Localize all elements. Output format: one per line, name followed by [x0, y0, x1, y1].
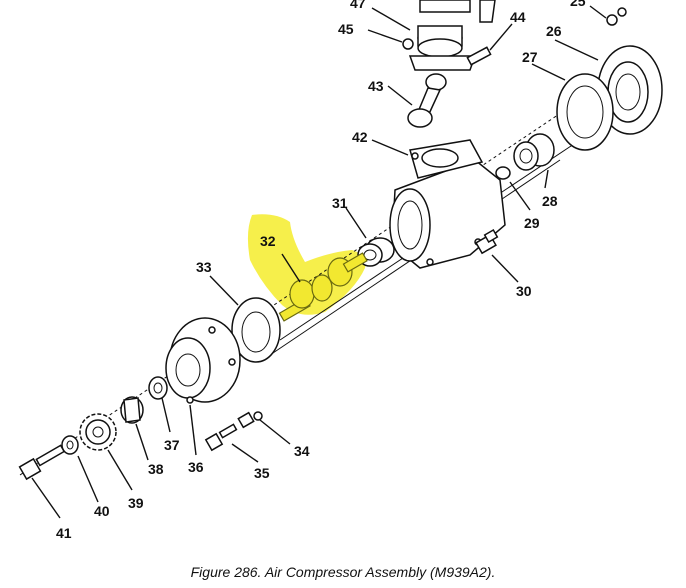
callout-27: 27: [522, 49, 538, 65]
callout-38: 38: [148, 461, 164, 477]
drive-gear: [79, 413, 117, 451]
washer-37: [148, 376, 168, 400]
figure-caption: Figure 286. Air Compressor Assembly (M93…: [190, 564, 496, 580]
callout-40: 40: [94, 503, 110, 519]
highlight-part-32: [247, 214, 366, 315]
callout-26: 26: [546, 23, 562, 39]
callout-25: 25: [570, 0, 586, 9]
connecting-rod: [407, 73, 447, 128]
callout-39: 39: [128, 495, 144, 511]
front-housing: [165, 317, 241, 404]
rear-gasket: [556, 73, 614, 151]
fitting-30: [475, 229, 499, 255]
front-gasket: [231, 297, 281, 363]
callout-37: 37: [164, 437, 180, 453]
rear-bearing: [513, 133, 555, 171]
bolt-35: [204, 423, 238, 452]
callout-45: 45: [338, 21, 354, 37]
seal-29: [495, 166, 511, 180]
bolt-41: [18, 444, 66, 481]
callout-33: 33: [196, 259, 212, 275]
callout-44: 44: [510, 9, 526, 25]
leader-lines: [31, 5, 607, 519]
screw-34: [237, 411, 263, 429]
callout-42: 42: [352, 129, 368, 145]
callout-30: 30: [516, 283, 532, 299]
callout-36: 36: [188, 459, 204, 475]
crankcase-housing: [389, 139, 506, 269]
callout-28: 28: [542, 193, 558, 209]
callout-47: 47: [350, 0, 366, 11]
callout-43: 43: [368, 78, 384, 94]
spacer-38: [120, 396, 144, 424]
callout-29: 29: [524, 215, 540, 231]
washer-40: [61, 435, 79, 455]
callout-41: 41: [56, 525, 72, 541]
callout-31: 31: [332, 195, 348, 211]
callout-34: 34: [294, 443, 310, 459]
crankshaft: [278, 252, 368, 322]
callout-35: 35: [254, 465, 270, 481]
piston-assembly: [402, 0, 496, 71]
exploded-parts-diagram: 47 45 44 43 42 25 26 27 28 29 30 31 32 3…: [18, 0, 663, 541]
callout-32: 32: [260, 233, 276, 249]
